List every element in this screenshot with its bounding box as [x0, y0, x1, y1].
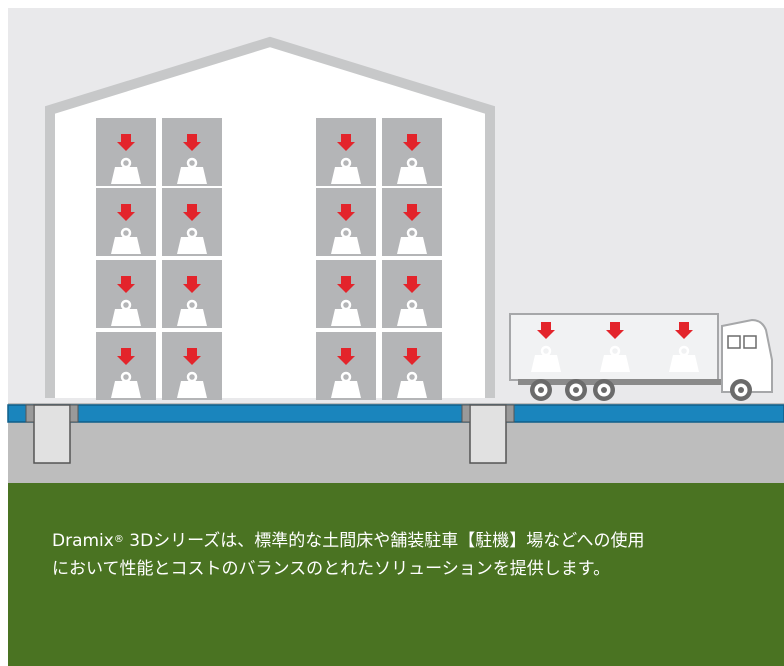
- cab-window-icon: [727, 335, 741, 349]
- slab-joint: [505, 404, 515, 423]
- caption-text: Dramix® 3Dシリーズは、標準的な土間床や舗装駐車【駐機】場などへの使用に…: [52, 527, 752, 583]
- caption-band: Dramix® 3Dシリーズは、標準的な土間床や舗装駐車【駐機】場などへの使用に…: [8, 483, 784, 666]
- warehouse-floor-scene: [7, 8, 784, 484]
- brand-name: Dramix: [52, 531, 114, 551]
- wheel-icon: [730, 379, 752, 401]
- slab-joint: [69, 404, 79, 423]
- concrete-slab: [7, 404, 784, 423]
- wheel-icon: [530, 379, 552, 401]
- slab-joint: [25, 404, 35, 423]
- wheel-icon: [565, 379, 587, 401]
- truck-cab: [721, 318, 773, 393]
- warehouse-building: [50, 42, 490, 398]
- foundation-pier: [469, 404, 507, 464]
- truck: [509, 313, 773, 401]
- storage-racks: [96, 118, 442, 400]
- cab-window-icon: [743, 335, 757, 349]
- foundation-pier: [33, 404, 71, 464]
- registered-mark: ®: [113, 534, 124, 545]
- slab-joint: [461, 404, 471, 423]
- caption-line-2: において性能とコストのバランスのとれたソリューションを提供します。: [52, 559, 611, 579]
- truck-chassis: [518, 379, 740, 385]
- wheel-icon: [593, 379, 615, 401]
- ground: [8, 420, 784, 484]
- warehouse-outline: [45, 36, 495, 398]
- caption-line-1: 3Dシリーズは、標準的な土間床や舗装駐車【駐機】場などへの使用: [123, 531, 645, 551]
